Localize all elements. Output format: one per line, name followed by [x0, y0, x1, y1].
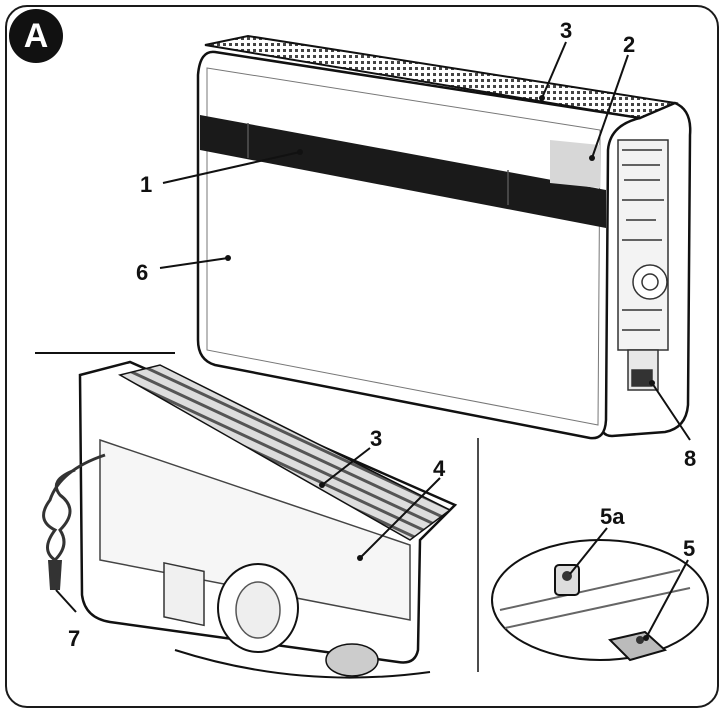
callout-label-5: 5 — [683, 536, 695, 561]
callout-label-2: 2 — [623, 32, 635, 57]
callout-1: 1 — [140, 149, 303, 197]
power-cord — [42, 453, 106, 562]
figure-badge: A — [9, 9, 63, 63]
callout-4: 4 — [357, 456, 446, 561]
heater-front-view — [196, 34, 692, 440]
figure-frame: A — [5, 5, 719, 708]
display-band — [200, 115, 606, 228]
plug-icon — [48, 560, 62, 590]
callout-label-3-top: 3 — [560, 18, 572, 43]
callout-label-1: 1 — [140, 172, 152, 197]
callout-label-7: 7 — [68, 626, 80, 651]
rear-cutout — [163, 561, 205, 627]
heater-rear-view — [42, 360, 458, 679]
callout-6: 6 — [136, 255, 231, 285]
callout-label-8: 8 — [684, 446, 696, 471]
status-display — [550, 140, 600, 188]
callout-3-top: 3 — [539, 18, 572, 101]
callout-8: 8 — [649, 380, 696, 471]
callout-label-5a: 5a — [600, 504, 625, 529]
heating-fins — [118, 364, 452, 541]
side-components — [617, 139, 669, 391]
detail-circle — [491, 539, 709, 661]
callout-5a: 5a — [569, 504, 625, 575]
callout-label-3-bottom: 3 — [370, 426, 382, 451]
front-panel — [196, 50, 641, 440]
bracket-5 — [608, 630, 668, 662]
callout-7: 7 — [55, 589, 80, 651]
callout-label-6: 6 — [136, 260, 148, 285]
callout-3-bottom: 3 — [319, 426, 382, 488]
callout-label-4: 4 — [433, 456, 446, 481]
callout-5: 5 — [643, 536, 695, 641]
bracket-detail — [491, 539, 709, 662]
callout-2: 2 — [589, 32, 635, 161]
